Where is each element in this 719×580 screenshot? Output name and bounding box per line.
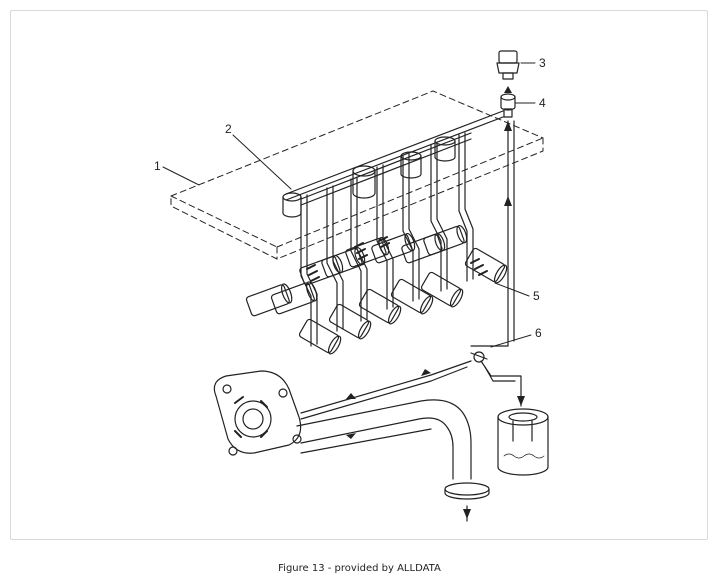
lifter-feed-pipes — [300, 132, 474, 347]
pump-outlet-line — [300, 360, 472, 420]
callout-2: 2 — [225, 122, 232, 136]
callout-1: 1 — [154, 159, 161, 173]
oil-gallery-rail — [285, 110, 504, 206]
engine-block-outline — [170, 90, 544, 260]
oil-pickup-screen — [444, 482, 490, 500]
callout-6: 6 — [535, 326, 542, 340]
hydraulic-lifters — [245, 224, 508, 355]
oil-pump — [213, 370, 302, 456]
oil-passage-to-sender — [470, 120, 515, 347]
callout-4: 4 — [539, 96, 546, 110]
oil-filter — [497, 408, 549, 476]
oil-flow-diagram: 1 2 3 4 5 6 — [154, 50, 549, 522]
pump-to-filter-line — [480, 360, 522, 407]
flow-arrows — [504, 86, 512, 206]
callout-5: 5 — [533, 289, 540, 303]
figure-caption: Figure 13 - provided by ALLDATA — [278, 563, 441, 574]
callout-3: 3 — [539, 56, 546, 70]
callout-leaders — [162, 62, 536, 348]
diagram-frame: 1 2 3 4 5 6 — [10, 10, 708, 540]
oil-pickup-tube — [296, 399, 472, 480]
bypass-valve — [470, 351, 488, 363]
rail-fittings — [282, 136, 456, 218]
lifter-hatching — [306, 236, 488, 282]
sender-fitting — [500, 93, 516, 118]
oil-pressure-sender — [496, 50, 520, 80]
